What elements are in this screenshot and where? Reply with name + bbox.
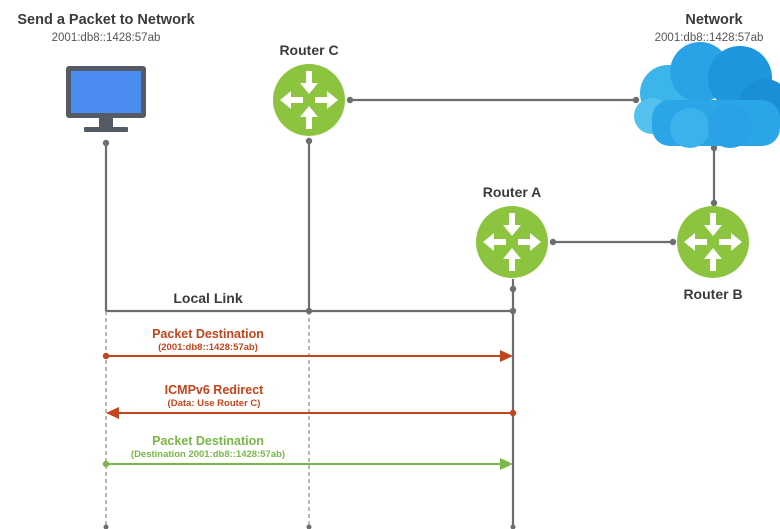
message-2-detail: (Data: Use Router C) <box>167 398 261 409</box>
cloud-icon <box>634 42 780 148</box>
timelines <box>105 311 310 529</box>
local-link-label: Local Link <box>173 290 243 306</box>
message-arrow-icmpv6-redirect <box>106 407 517 419</box>
message-3-title: Packet Destination <box>152 434 264 448</box>
router-c-icon <box>273 64 345 136</box>
link-dots <box>102 96 718 529</box>
router-b-label: Router B <box>683 286 743 302</box>
message-arrow-packet-destination-final <box>102 458 513 470</box>
message-1-title: Packet Destination <box>152 327 264 341</box>
network-title: Network <box>685 12 743 28</box>
network-address: 2001:db8::1428:57ab <box>654 32 764 44</box>
router-b-icon <box>677 206 749 278</box>
sender-title: Send a Packet to Network <box>17 12 195 28</box>
sender-address: 2001:db8::1428:57ab <box>51 32 161 44</box>
router-a-label: Router A <box>482 184 542 200</box>
router-c-label: Router C <box>279 42 339 58</box>
message-1-detail: (2001:db8::1428:57ab) <box>158 342 258 353</box>
message-3-detail: (Destination 2001:db8::1428:57ab) <box>130 449 286 460</box>
links <box>104 98 716 529</box>
message-arrow-packet-destination <box>102 350 513 362</box>
computer-monitor-icon <box>66 66 146 132</box>
router-a-icon <box>476 206 548 278</box>
message-2-title: ICMPv6 Redirect <box>164 383 264 397</box>
